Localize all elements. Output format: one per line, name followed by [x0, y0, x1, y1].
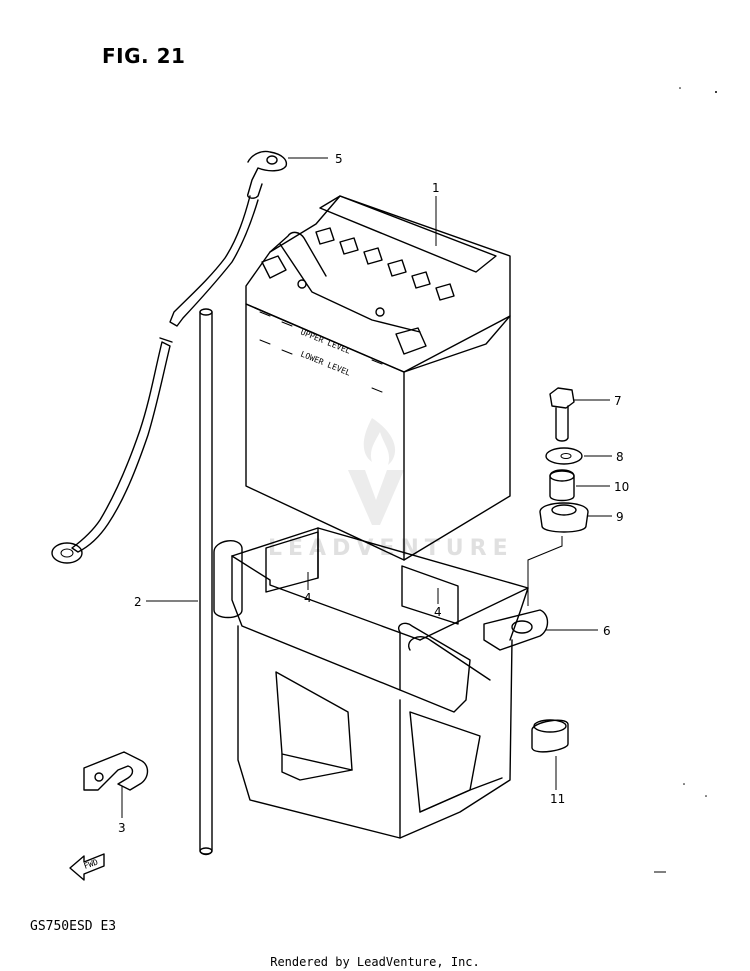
watermark-logo: LEADVENTURE [268, 418, 508, 561]
leader-lines [121, 157, 612, 818]
render-credit: Rendered by LeadVenture, Inc. [270, 955, 480, 969]
callout-10: 10 [614, 480, 629, 494]
callout-4b: 4 [434, 605, 442, 619]
fwd-arrow: FWD [69, 853, 105, 881]
callout-8: 8 [616, 450, 624, 464]
battery-tray [213, 527, 549, 839]
callout-4a: 4 [304, 591, 312, 605]
callout-9: 9 [616, 510, 624, 524]
callouts: 5 1 2 3 4 4 6 7 8 10 9 11 [118, 152, 629, 835]
callout-7: 7 [614, 394, 622, 408]
battery-cable [51, 150, 288, 564]
breather-tube [199, 308, 213, 856]
figure-title: FIG. 21 [102, 44, 186, 68]
tube-clamp [83, 751, 149, 791]
mounting-hardware [531, 387, 589, 753]
callout-3: 3 [118, 821, 126, 835]
callout-5: 5 [335, 152, 343, 166]
model-code: GS750ESD E3 [30, 919, 117, 934]
callout-2: 2 [134, 595, 142, 609]
callout-1: 1 [432, 181, 440, 195]
callout-11: 11 [550, 792, 565, 806]
callout-6: 6 [603, 624, 611, 638]
scan-specks [654, 87, 717, 873]
